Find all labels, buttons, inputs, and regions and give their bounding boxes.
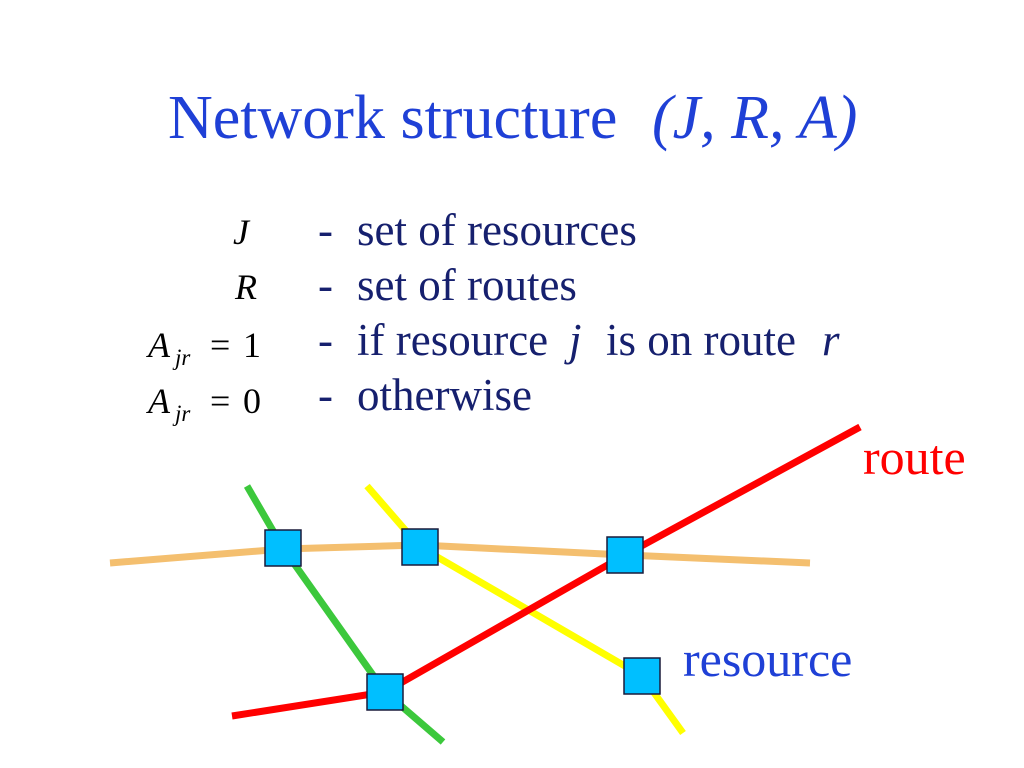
definition-dash: - (318, 205, 333, 255)
definition-dash: - (318, 260, 333, 310)
definition-dash: - (318, 315, 333, 365)
symbol-a: A (146, 381, 171, 421)
variable-j: j (564, 315, 582, 365)
resource-node (401, 528, 439, 566)
definition-text-part: if resource (357, 315, 548, 365)
equals-sign: = (210, 325, 230, 365)
definition-row-incidence-one: A jr = 1 - if resource j is on route r (146, 315, 840, 373)
value-one: 1 (243, 325, 261, 365)
variable-r: r (822, 315, 840, 365)
symbol-r: R (234, 267, 257, 307)
slide-title: Network structure (J, R, A) (168, 84, 857, 152)
formula-a-jr-equals-1: A jr = 1 (146, 325, 261, 373)
route-label: route (863, 429, 966, 485)
resource-nodes (264, 528, 661, 711)
subscript-jr: jr (172, 401, 191, 426)
value-zero: 0 (243, 381, 261, 421)
red-route-line (231, 423, 862, 720)
subscript-jr: jr (172, 345, 191, 370)
resource-node (623, 657, 661, 695)
formula-a-jr-equals-0: A jr = 0 (146, 381, 261, 429)
title-main: Network structure (168, 84, 617, 152)
definition-row-incidence-zero: A jr = 0 - otherwise (146, 370, 532, 429)
equals-sign: = (210, 381, 230, 421)
title-tuple: (J, R, A) (652, 84, 857, 152)
resource-nodes-fill (264, 528, 661, 711)
symbol-a: A (146, 325, 171, 365)
resource-label: resource (683, 631, 852, 687)
definition-row-routes: R - set of routes (234, 260, 577, 310)
definition-text-part: is on route (606, 315, 796, 365)
resource-node (366, 673, 404, 711)
resource-node (606, 536, 644, 574)
resource-node (264, 529, 302, 567)
definitions: J - set of resources R - set of routes A… (146, 205, 840, 429)
definition-text: set of routes (357, 260, 577, 310)
definition-text: if resource j is on route r (357, 315, 840, 365)
definition-row-resources: J - set of resources (233, 205, 637, 255)
green-route-line (243, 484, 446, 745)
definition-dash: - (318, 370, 333, 420)
network-diagram: route resource (109, 423, 966, 745)
definition-text: set of resources (357, 205, 637, 255)
definition-text: otherwise (357, 370, 532, 420)
symbol-j: J (233, 212, 251, 252)
